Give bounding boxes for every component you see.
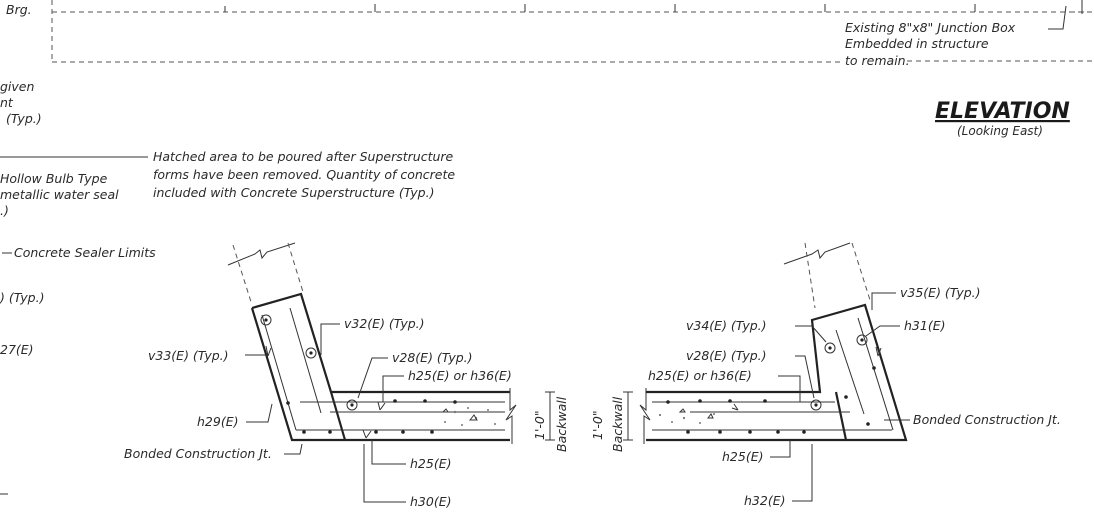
elevation-title: ELEVATION: [935, 99, 1070, 124]
v28-leader: [357, 357, 388, 399]
hatch-note-line3: included with Concrete Superstructure (T…: [153, 185, 434, 200]
right-backwall-detail: 1'-0" Backwall: [590, 242, 1061, 508]
right-break-line: [783, 242, 851, 265]
junction-box-leader: [1048, 5, 1067, 30]
elevation-subtitle: (Looking East): [957, 124, 1043, 138]
right-bar-circle-2: [856, 334, 868, 346]
left-bonded-label: Bonded Construction Jt.: [124, 446, 272, 461]
right-bonded-label: Bonded Construction Jt.: [913, 412, 1061, 427]
right-h32-label: h32(E): [744, 493, 785, 508]
h31-leader: [865, 325, 900, 337]
right-v34-label: v34(E) (Typ.): [686, 318, 767, 333]
right-end-break: [639, 388, 651, 444]
h25-h36-leader: [382, 375, 404, 402]
elevation-strip: Brg. Existing 8"x8" Junction Box Embedde…: [6, 0, 1092, 138]
right-bar-circle-1: [824, 342, 836, 354]
hatch-note: Hatched area to be poured after Superstr…: [153, 149, 455, 200]
left-v28-label: v28(E) (Typ.): [392, 350, 473, 365]
note-nt: nt: [0, 95, 14, 110]
left-bar-circle-1: [260, 314, 272, 326]
note-typ: (Typ.): [6, 111, 42, 126]
right-h25-h36-label: h25(E) or h36(E): [648, 368, 752, 383]
right-outline: [646, 303, 908, 442]
left-notes: given nt (Typ.) Hollow Bulb Type metalli…: [0, 79, 156, 495]
junction-box-label: Existing 8"x8" Junction Box: [845, 20, 1016, 35]
note-paren: .): [0, 203, 9, 218]
note-e-typ: ) (Typ.): [0, 290, 44, 305]
right-v35-label: v35(E) (Typ.): [900, 285, 981, 300]
right-backwall-label: Backwall: [610, 396, 625, 452]
left-dim-label: 1'-0": [532, 410, 547, 440]
left-lower-outline: [250, 307, 510, 442]
right-h31-label: h31(E): [904, 318, 945, 333]
h30-leader: [363, 444, 406, 503]
right-bar-circle-3: [810, 399, 822, 411]
h25-leader: [371, 440, 406, 465]
hatch-note-line1: Hatched area to be poured after Superstr…: [153, 149, 454, 164]
note-metallic: metallic water seal: [0, 187, 119, 202]
remain-label: to remain.: [845, 53, 910, 68]
left-v32-label: v32(E) (Typ.): [344, 316, 425, 331]
hatch-note-line2: forms have been removed. Quantity of con…: [153, 167, 455, 182]
v35-leader: [871, 292, 896, 310]
left-end-break: [505, 388, 517, 444]
left-h29-label: h29(E): [197, 414, 238, 429]
left-h30-label: h30(E): [410, 494, 451, 509]
left-break-line: [227, 242, 296, 266]
left-bar-circle-2: [305, 347, 317, 359]
right-v28-label: v28(E) (Typ.): [686, 348, 767, 363]
note-concrete-sealer: Concrete Sealer Limits: [14, 245, 156, 260]
note-given: given: [0, 79, 34, 94]
left-v33-label: v33(E) (Typ.): [148, 348, 229, 363]
v32-leader: [320, 323, 340, 355]
right-dim-label: 1'-0": [590, 410, 605, 440]
embedded-label: Embedded in structure: [845, 36, 989, 51]
left-h25-h36-label: h25(E) or h36(E): [408, 368, 512, 383]
left-backwall-detail: v32(E) (Typ.) v33(E) (Typ.) v28(E) (Typ.…: [124, 242, 569, 509]
left-backwall-label: Backwall: [554, 396, 569, 452]
left-bar-circle-3: [346, 399, 358, 411]
left-upper-outline: [251, 292, 510, 394]
note-hollow-bulb: Hollow Bulb Type: [0, 171, 108, 186]
right-h25-label: h25(E): [722, 449, 763, 464]
note-e27: 27(E): [0, 342, 34, 357]
brg-label: Brg.: [6, 2, 32, 17]
left-h25-label: h25(E): [410, 456, 451, 471]
